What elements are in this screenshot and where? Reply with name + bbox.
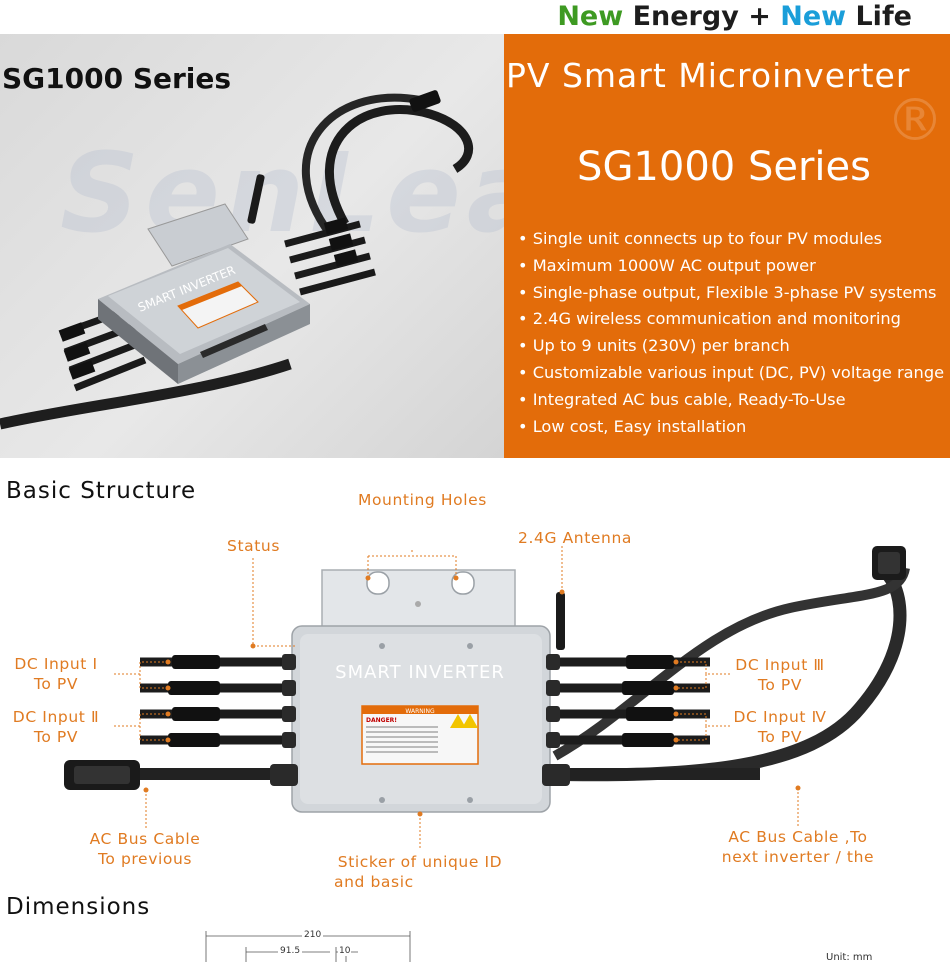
feature-item: Single-phase output, Flexible 3-phase PV… <box>518 280 944 307</box>
tagline-new-1: New <box>557 1 624 32</box>
structure-diagram: SMART INVERTER WARNING DANGER! <box>0 478 950 898</box>
hero-spec-panel: ® PV Smart Microinverter SG1000 Series S… <box>504 34 950 458</box>
label-sticker: Sticker of unique ID and basic <box>334 853 503 891</box>
feature-item: Maximum 1000W AC output power <box>518 253 944 280</box>
product-series-title: SG1000 Series <box>577 144 871 190</box>
label-antenna: 2.4G Antenna <box>518 529 632 547</box>
dimension-drawing: 210 91.5 10 <box>200 928 420 962</box>
dimension-part-a: 91.5 <box>278 946 303 956</box>
dimensions-heading: Dimensions <box>6 894 151 920</box>
basic-structure-heading: Basic Structure <box>6 478 197 504</box>
hero-product-panel: SenLean SG1000 Series <box>0 34 504 458</box>
label-ac-bus-next: AC Bus Cable ,To next inverter / the <box>721 828 875 866</box>
feature-item: 2.4G wireless communication and monitori… <box>518 306 944 333</box>
housing-product-label: SMART INVERTER <box>335 662 505 683</box>
label-dc-input-3: DC Input Ⅲ To PV <box>735 656 825 694</box>
dimension-unit: Unit: mm <box>826 952 873 962</box>
label-ac-bus-previous: AC Bus Cable To previous <box>89 830 201 868</box>
inverter-diagram: SMART INVERTER WARNING DANGER! <box>64 546 910 850</box>
feature-list: Single unit connects up to four PV modul… <box>518 226 944 440</box>
feature-item: Up to 9 units (230V) per branch <box>518 333 944 360</box>
dimension-part-b: 10 <box>338 946 352 956</box>
label-mounting-holes: Mounting Holes <box>358 491 487 509</box>
sticker-warning-title: WARNING <box>405 708 435 715</box>
label-dc-input-2: DC Input Ⅱ To PV <box>12 708 100 746</box>
label-dc-input-1: DC Input Ⅰ To PV <box>14 655 98 693</box>
brand-watermark: SenLean <box>60 129 504 257</box>
microinverter-photo: SMART INVERTER <box>0 90 474 430</box>
sticker-danger-text: DANGER! <box>366 717 397 724</box>
hero-series-title: SG1000 Series <box>2 62 232 95</box>
tagline-new-2: New <box>780 1 847 32</box>
label-status: Status <box>227 537 280 555</box>
registered-mark: ® <box>886 86 944 154</box>
tagline-energy: Energy + <box>623 1 781 32</box>
feature-item: Customizable various input (DC, PV) volt… <box>518 360 944 387</box>
feature-item: Integrated AC bus cable, Ready-To-Use <box>518 387 944 414</box>
tagline-life: Life <box>846 1 912 32</box>
feature-item: Single unit connects up to four PV modul… <box>518 226 944 253</box>
hero-banner: SenLean SG1000 Series <box>0 34 950 458</box>
feature-item: Low cost, Easy installation <box>518 414 944 441</box>
product-category-title: PV Smart Microinverter <box>506 56 911 95</box>
label-dc-input-4: DC Input Ⅳ To PV <box>733 708 827 746</box>
dimension-total: 210 <box>302 930 324 940</box>
tagline: New Energy + New Life <box>557 0 912 34</box>
